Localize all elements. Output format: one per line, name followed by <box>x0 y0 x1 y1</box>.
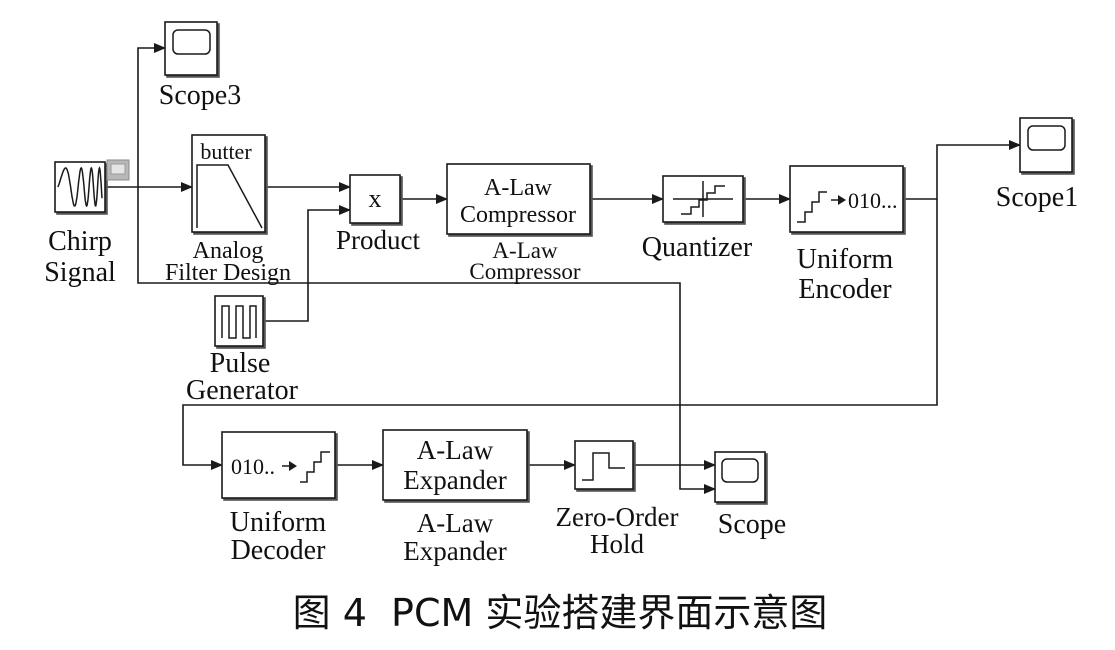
uniform-encoder-block: 010... Uniform Encoder <box>789 165 904 305</box>
analog-filter-label-line2: Filter Design <box>165 260 291 286</box>
decoder-label-line1: Uniform <box>230 507 327 538</box>
pulse-generator-block: Pulse Generator <box>186 295 299 406</box>
library-link-icon <box>106 159 130 181</box>
pulse-generator-label-line1: Pulse <box>210 348 271 379</box>
zoh-label-line1: Zero-Order <box>556 502 679 532</box>
product-body <box>349 174 401 224</box>
wire-encoder-to-scope1 <box>903 140 1021 200</box>
a-law-compressor-body <box>446 163 591 235</box>
decoder-bits-text: 010.. <box>231 454 275 479</box>
scope-screen-icon <box>1027 125 1066 151</box>
expander-label-line2: Expander <box>403 536 506 566</box>
product-block: x Product <box>336 174 420 255</box>
compressor-label-line2: Compressor <box>469 259 581 284</box>
analog-filter-design-body <box>191 134 266 233</box>
expander-inner-line1: A-Law <box>417 435 494 465</box>
pulse-generator-label-line2: Generator <box>186 375 299 406</box>
product-symbol: x <box>369 184 382 213</box>
scope1-block: Scope1 <box>996 117 1078 213</box>
quantizer-staircase-icon <box>673 181 733 217</box>
compressor-inner-line1: A-Law <box>484 175 553 201</box>
chirp-waveform-icon <box>57 166 103 208</box>
scope3-label: Scope3 <box>159 80 241 111</box>
signal-wires <box>105 43 1021 494</box>
uniform-decoder-body <box>221 431 336 499</box>
scope-label: Scope <box>718 509 786 540</box>
a-law-expander-block: A-Law Expander A-Law Expander <box>382 429 528 566</box>
zoh-label-line2: Hold <box>590 529 645 559</box>
scope-screen-icon <box>172 29 211 55</box>
zero-order-hold-step-icon <box>582 452 625 481</box>
expander-inner-line2: Expander <box>403 465 506 495</box>
encoder-label-line1: Uniform <box>797 244 894 275</box>
expander-label-line1: A-Law <box>417 508 494 538</box>
bits-to-staircase-icon <box>282 451 330 483</box>
staircase-to-bits-icon <box>797 191 846 223</box>
uniform-encoder-body <box>789 165 904 233</box>
a-law-compressor-block: A-Law Compressor A-Law Compressor <box>446 163 591 284</box>
chirp-signal-block: Chirp Signal <box>44 159 130 288</box>
scope3-block: Scope3 <box>159 21 241 111</box>
analog-filter-label-line1: Analog <box>193 238 264 264</box>
zero-order-hold-body <box>574 440 634 490</box>
pulse-generator-body <box>214 295 264 347</box>
compressor-inner-line2: Compressor <box>460 202 576 228</box>
a-law-expander-body <box>382 429 528 501</box>
wire-pulse-to-product <box>263 205 351 322</box>
filter-type-text: butter <box>200 139 252 164</box>
scope-block: Scope <box>714 451 786 540</box>
chirp-signal-label-line1: Chirp <box>48 226 112 257</box>
encoder-bits-text: 010... <box>848 188 898 213</box>
pulse-train-icon <box>221 305 257 339</box>
encoder-label-line2: Encoder <box>798 274 892 305</box>
uniform-decoder-block: 010.. Uniform Decoder <box>221 431 336 566</box>
zero-order-hold-block: Zero-Order Hold <box>556 440 679 559</box>
product-label: Product <box>336 225 420 255</box>
quantizer-block: Quantizer <box>642 175 753 263</box>
decoder-label-line2: Decoder <box>231 535 327 566</box>
lowpass-response-icon <box>196 164 263 229</box>
quantizer-label: Quantizer <box>642 232 753 263</box>
wire-encoder-to-decoder <box>182 199 938 470</box>
chirp-signal-label-line2: Signal <box>44 257 116 288</box>
wire-chirp-to-scope3 <box>137 43 166 187</box>
scope-screen-icon <box>721 458 759 483</box>
analog-filter-design-block: butter Analog Filter Design <box>165 134 291 286</box>
scope1-label: Scope1 <box>996 182 1078 213</box>
compressor-label-line1: A-Law <box>492 238 558 263</box>
figure-caption: 图 4 PCM 实验搭建界面示意图 <box>293 591 828 635</box>
wire-chirp-to-scope <box>137 187 716 494</box>
